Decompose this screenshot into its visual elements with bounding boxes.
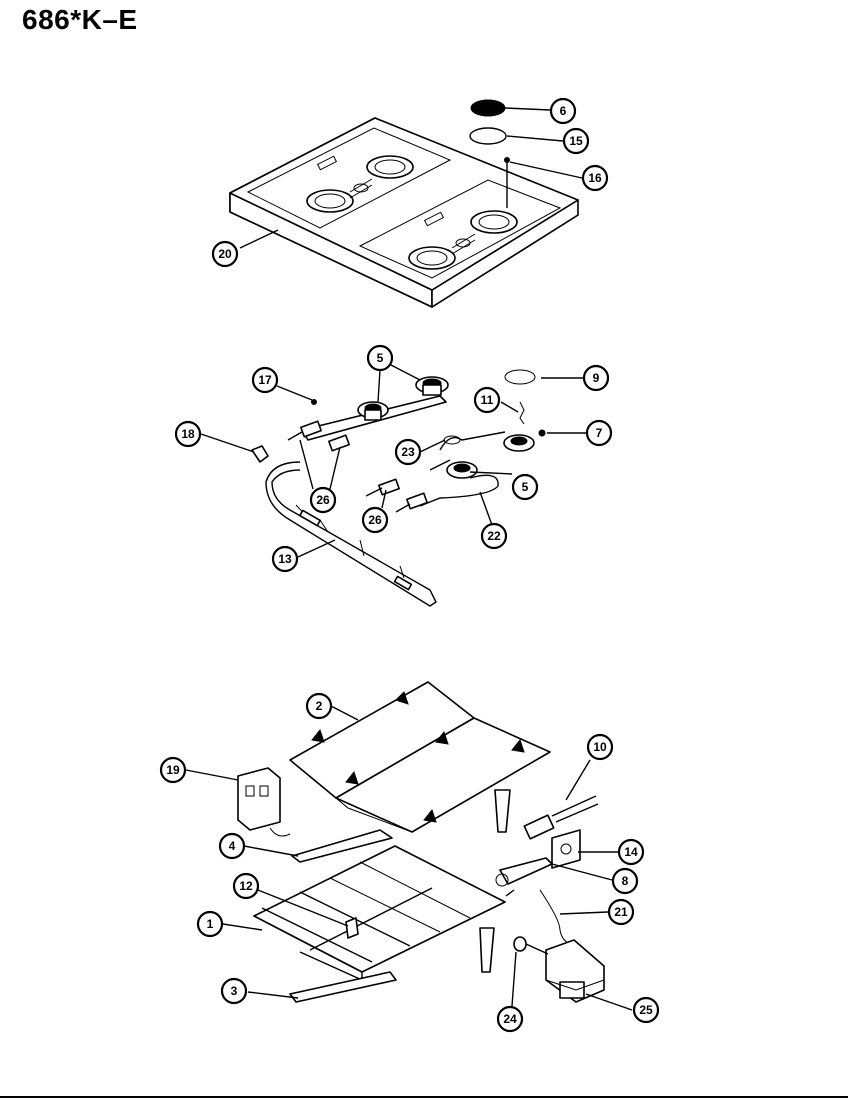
callout-23: 23 [394, 438, 422, 466]
igniter-part [523, 795, 599, 840]
svg-text:1: 1 [207, 917, 214, 931]
callout-16: 16 [581, 164, 609, 192]
svg-text:4: 4 [229, 839, 236, 853]
callout-11: 11 [473, 386, 501, 414]
pilot-tube-part [429, 431, 506, 471]
svg-text:23: 23 [401, 445, 415, 459]
callout-19: 19 [159, 756, 187, 784]
callout-8: 8 [611, 867, 639, 895]
svg-text:14: 14 [624, 845, 638, 859]
svg-text:26: 26 [368, 513, 382, 527]
callout-21: 21 [607, 898, 635, 926]
callout-15: 15 [562, 127, 590, 155]
orifice-part [538, 429, 546, 437]
callout-10: 10 [586, 733, 614, 761]
pilot-bracket-part [345, 917, 359, 939]
callout-24: 24 [496, 1005, 524, 1033]
terminal-block-part [237, 767, 291, 837]
callout-5-upper: 5 [366, 344, 394, 372]
support-rail-part [289, 829, 397, 1003]
svg-text:20: 20 [218, 247, 232, 261]
svg-text:24: 24 [503, 1012, 517, 1026]
svg-text:7: 7 [596, 426, 603, 440]
thermocouple-part [419, 474, 499, 507]
svg-text:19: 19 [166, 763, 180, 777]
callout-6: 6 [549, 97, 577, 125]
callout-22: 22 [480, 522, 508, 550]
svg-text:9: 9 [593, 371, 600, 385]
bottom-rule [0, 1096, 848, 1098]
svg-text:15: 15 [569, 134, 583, 148]
callout-14: 14 [617, 838, 645, 866]
gasket-ring-part [469, 127, 507, 145]
callout-5-lower: 5 [511, 473, 539, 501]
svg-text:10: 10 [593, 740, 607, 754]
svg-text:6: 6 [560, 104, 567, 118]
svg-text:21: 21 [614, 905, 628, 919]
callout-9: 9 [582, 364, 610, 392]
spring-clip-part [519, 401, 525, 425]
svg-text:5: 5 [522, 480, 529, 494]
svg-text:18: 18 [181, 427, 195, 441]
svg-text:3: 3 [231, 984, 238, 998]
wire-part [539, 889, 573, 945]
svg-text:17: 17 [258, 373, 272, 387]
oval-gasket-part [504, 369, 536, 385]
callout-20: 20 [211, 240, 239, 268]
callout-1: 1 [196, 910, 224, 938]
oven-bottom-part [253, 789, 511, 982]
callout-26-left: 26 [309, 486, 337, 514]
callout-3: 3 [220, 977, 248, 1005]
callout-25: 25 [632, 996, 660, 1024]
callout-7: 7 [585, 419, 613, 447]
callout-18: 18 [174, 420, 202, 448]
svg-text:16: 16 [588, 171, 602, 185]
svg-text:2: 2 [316, 699, 323, 713]
spark-plate-part [551, 829, 581, 869]
svg-text:25: 25 [639, 1003, 653, 1017]
callout-26-right: 26 [361, 506, 389, 534]
cooktop-panel [229, 117, 579, 308]
svg-text:5: 5 [377, 351, 384, 365]
bracket-part [251, 445, 269, 463]
callout-2: 2 [305, 692, 333, 720]
svg-text:26: 26 [316, 493, 330, 507]
burner-tube-part [495, 857, 553, 897]
callout-12: 12 [232, 872, 260, 900]
screw-small-part [311, 399, 317, 405]
svg-text:11: 11 [481, 393, 494, 407]
valve-part [287, 420, 428, 513]
callout-17: 17 [251, 366, 279, 394]
svg-text:13: 13 [278, 552, 292, 566]
svg-text:22: 22 [487, 529, 501, 543]
callout-4: 4 [218, 832, 246, 860]
burner-cap-part [470, 99, 506, 117]
baffle-panel-part [289, 681, 551, 833]
diagram-title: 686*K–E [22, 4, 138, 35]
fitting-part [513, 936, 549, 955]
callout-13: 13 [271, 545, 299, 573]
safety-valve-part [545, 939, 605, 1003]
svg-text:12: 12 [239, 879, 253, 893]
burner-head-part [357, 376, 535, 479]
svg-text:8: 8 [622, 874, 629, 888]
